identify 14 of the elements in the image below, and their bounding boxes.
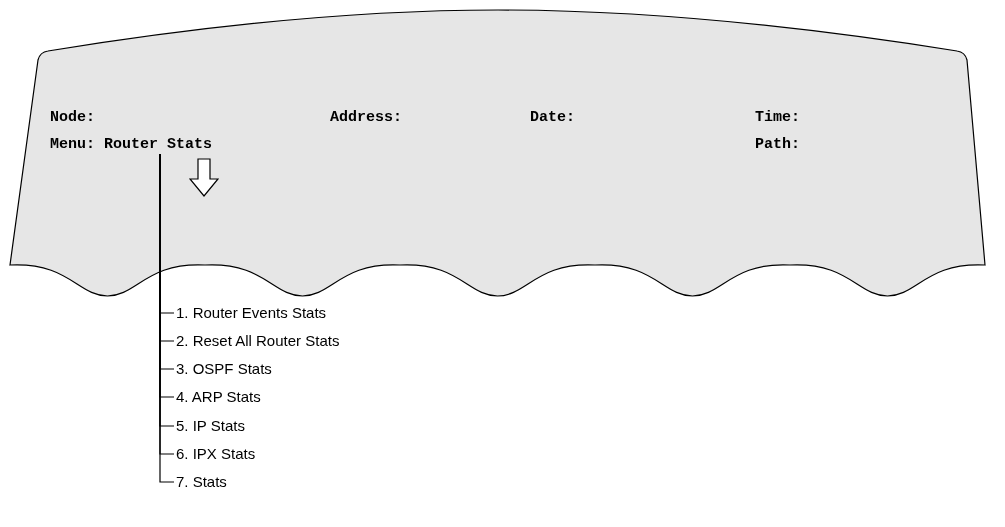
field-label: Node: bbox=[50, 109, 95, 127]
menu-title: Menu: Router Stats bbox=[50, 136, 213, 154]
field-label: Path: bbox=[755, 136, 800, 154]
menu-item: 2. Reset All Router Stats bbox=[176, 332, 340, 350]
menu-item: 3. OSPF Stats bbox=[176, 360, 272, 378]
field-label: Address: bbox=[330, 109, 402, 127]
terminal-screen bbox=[8, 8, 988, 300]
field-label: Date: bbox=[530, 109, 575, 127]
menu-item: 1. Router Events Stats bbox=[176, 304, 327, 322]
menu-item: 6. IPX Stats bbox=[176, 445, 256, 463]
field-label: Time: bbox=[755, 109, 800, 127]
menu-item: 5. IP Stats bbox=[176, 417, 245, 435]
menu-item: 7. Stats bbox=[176, 473, 227, 491]
menu-item: 4. ARP Stats bbox=[176, 388, 261, 406]
